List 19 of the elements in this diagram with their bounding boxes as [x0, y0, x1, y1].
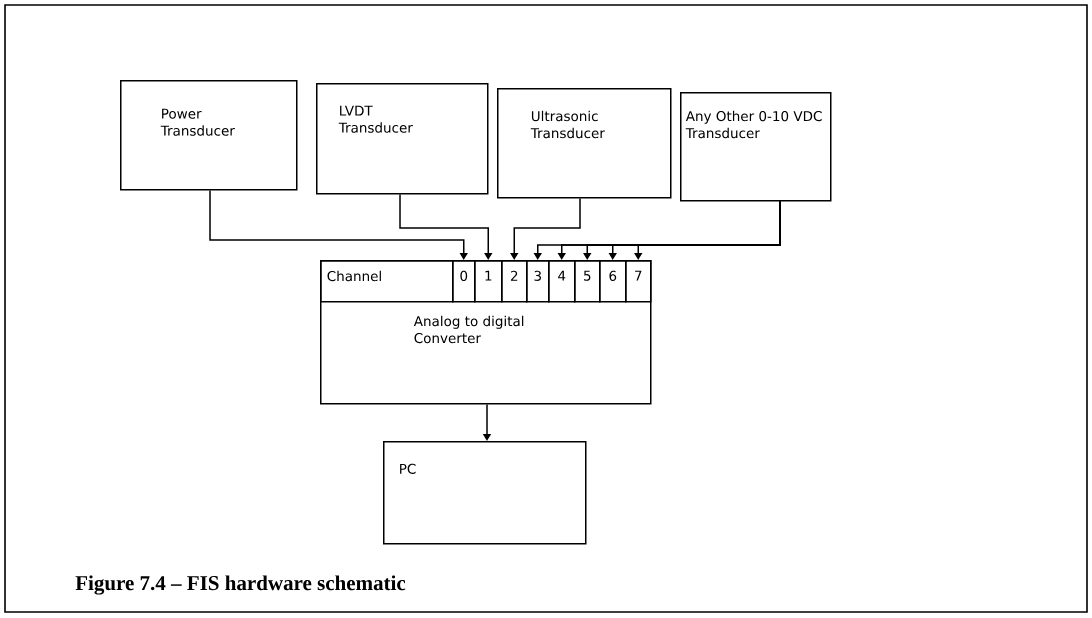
arrow — [510, 197, 581, 260]
channel-cell: 4 — [548, 260, 576, 303]
channel-cell: 1 — [474, 260, 503, 303]
channel-cell: Channel — [320, 260, 454, 303]
transducer-box: Ultrasonic Transducer — [497, 88, 672, 199]
transducer-box: Any Other 0-10 VDC Transducer — [680, 92, 832, 202]
arrow — [209, 189, 468, 260]
transducer-box: LVDT Transducer — [316, 83, 489, 195]
caption: Figure 7.4 – FIS hardware schematic — [75, 575, 406, 595]
channel-cell: 6 — [599, 260, 627, 303]
channel-cell: 0 — [452, 260, 476, 303]
channel-cell: 3 — [526, 260, 550, 303]
transducer-box: Power Transducer — [120, 80, 298, 191]
channel-cell: 7 — [625, 260, 652, 303]
pc-box: PC — [383, 441, 587, 545]
arrow — [634, 200, 781, 260]
channel-cell: 2 — [501, 260, 528, 303]
channel-cell: 5 — [574, 260, 601, 303]
arrow — [399, 193, 493, 260]
